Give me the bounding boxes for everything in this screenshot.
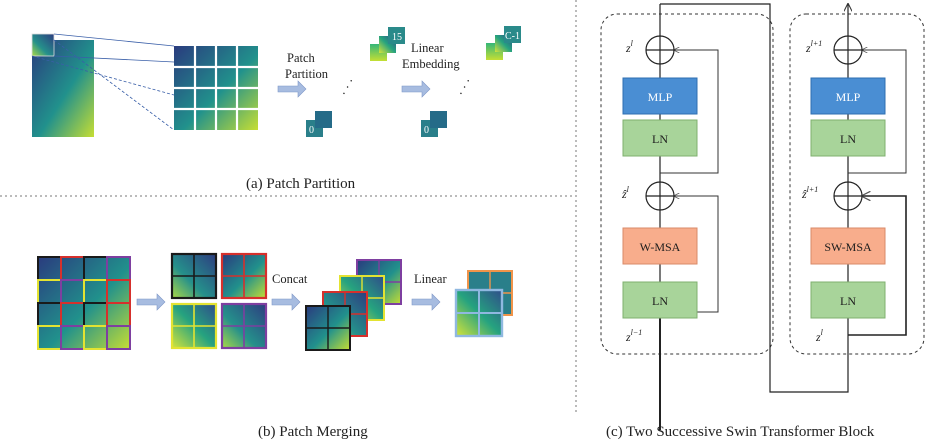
block-2-ln-top bbox=[810, 119, 886, 157]
block-2-ln-top-label: LN bbox=[840, 132, 856, 146]
merging-groups bbox=[170, 252, 268, 350]
merging-input-grid bbox=[37, 256, 131, 350]
concat-label: Concat bbox=[272, 272, 308, 286]
patch-merging-panel: Concat Linear (b) Patc bbox=[37, 252, 513, 440]
block-2-ln-bottom-label: LN bbox=[840, 294, 856, 308]
block-1-mlp bbox=[622, 77, 698, 115]
zoom-line bbox=[53, 33, 175, 47]
block-2-residual-1 bbox=[848, 196, 907, 336]
block-2-ln-bottom bbox=[810, 281, 886, 319]
merged-output bbox=[454, 270, 513, 338]
caption-patch-merging: (b) Patch Merging bbox=[258, 424, 368, 440]
embedding-arrow bbox=[401, 80, 431, 98]
block-1-residual-2 bbox=[660, 50, 719, 174]
block-2-container bbox=[789, 13, 925, 355]
group-purple bbox=[220, 302, 268, 350]
block-2-attention-label: SW-MSA bbox=[824, 240, 872, 254]
block-1-ln-top bbox=[622, 119, 698, 157]
ellipsis: · · · bbox=[454, 75, 475, 98]
block-1-attention-label: W-MSA bbox=[640, 240, 681, 254]
token-stack-2: C-1 0 · · · bbox=[421, 26, 521, 137]
patch-partition-label-2: Partition bbox=[285, 67, 329, 81]
concat-stack bbox=[305, 259, 402, 351]
token-stack-1: 15 0 · · · bbox=[306, 27, 405, 137]
linear-embedding-label-1: Linear bbox=[411, 41, 444, 55]
group-red bbox=[220, 252, 268, 300]
block-2-mlp bbox=[810, 77, 886, 115]
caption-swin-blocks: (c) Two Successive Swin Transformer Bloc… bbox=[606, 424, 875, 440]
group-yellow bbox=[170, 302, 218, 350]
inter-block-connection bbox=[660, 3, 849, 393]
linear-arrow bbox=[411, 293, 441, 311]
channel-index-bottom: 0 bbox=[424, 125, 429, 136]
block-2-mlp-label: MLP bbox=[836, 90, 861, 104]
group-black bbox=[170, 252, 218, 300]
block-1-z-in: zl−1 bbox=[625, 328, 642, 344]
zoom-line bbox=[53, 39, 175, 131]
block-2-residual-2 bbox=[848, 50, 907, 174]
zoom-line bbox=[31, 55, 175, 96]
input-patch-highlight bbox=[31, 33, 55, 57]
zoom-line bbox=[53, 55, 175, 63]
ellipsis: · · · bbox=[337, 75, 358, 98]
block-1-container bbox=[600, 13, 774, 355]
block-2-attention bbox=[810, 227, 886, 265]
token-index-bottom: 0 bbox=[309, 125, 314, 136]
block-1-mlp-label: MLP bbox=[648, 90, 673, 104]
block-1-ln-bottom-label: LN bbox=[652, 294, 668, 308]
block-1-z-out: zl bbox=[625, 39, 634, 55]
token-index-top: 15 bbox=[392, 32, 402, 43]
block-1-z-hat: ẑl bbox=[621, 185, 630, 201]
channel-index-top: C-1 bbox=[505, 31, 520, 42]
patch-grid bbox=[174, 46, 258, 130]
block-2-z-out: zl+1 bbox=[805, 39, 822, 55]
patch-partition-panel: Patch Partition 15 0 · · · Linear Embedd… bbox=[31, 26, 521, 192]
partition-arrow bbox=[277, 80, 307, 98]
block-2-z-in: zl bbox=[815, 328, 824, 344]
merge-arrow-1 bbox=[136, 293, 166, 311]
concat-arrow bbox=[271, 293, 301, 311]
block-1-attention bbox=[622, 227, 698, 265]
block-1-ln-bottom bbox=[622, 281, 698, 319]
linear-label: Linear bbox=[414, 272, 447, 286]
patch-partition-label-1: Patch bbox=[287, 51, 316, 65]
block-2-z-hat: ẑl+1 bbox=[801, 185, 818, 201]
swin-blocks-panel: LN W-MSA LN MLP zl ẑl zl−1 LN SW-MSA bbox=[600, 3, 925, 440]
linear-embedding-label-2: Embedding bbox=[402, 57, 460, 71]
caption-patch-partition: (a) Patch Partition bbox=[246, 176, 356, 192]
block-1-ln-top-label: LN bbox=[652, 132, 668, 146]
